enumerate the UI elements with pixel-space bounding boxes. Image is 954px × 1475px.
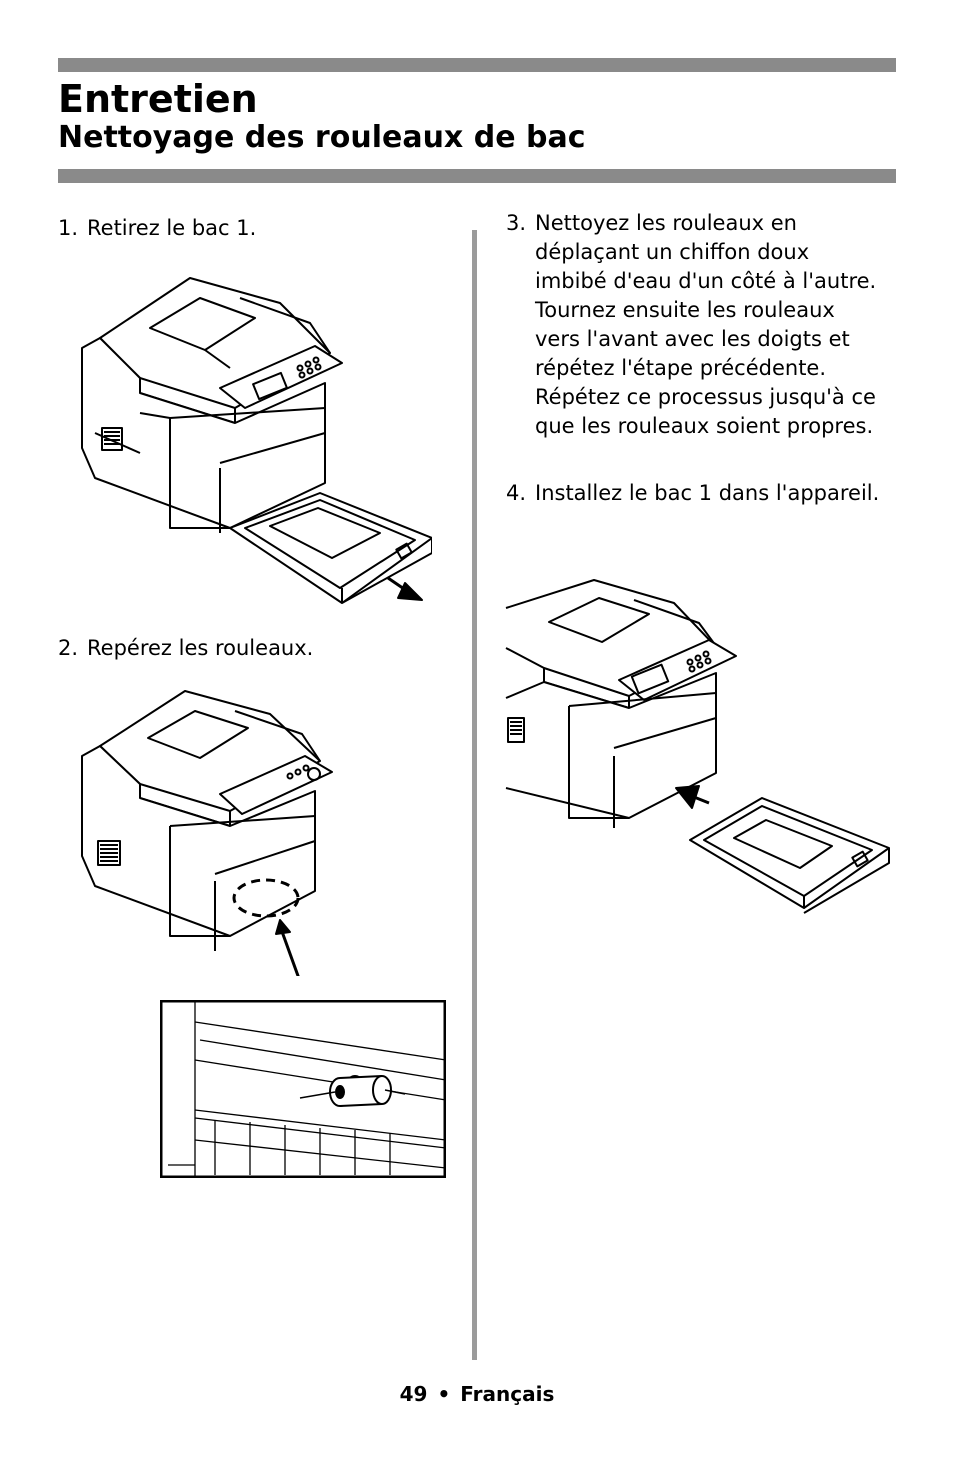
header-rule-top [58, 58, 896, 72]
step-4-number: 4. [506, 481, 527, 505]
footer-language: Français [460, 1382, 555, 1406]
column-divider [472, 230, 477, 1360]
printer-tray-insert-illustration [505, 579, 890, 914]
step-4: 4. Installez le bac 1 dans l'appareil. [506, 479, 886, 508]
step-3: 3. Nettoyez les rouleaux en déplaçant un… [506, 209, 886, 441]
footer-bullet: • [437, 1382, 451, 1406]
page-footer: 49 • Français [0, 1380, 954, 1408]
step-1-text: Retirez le bac 1. [87, 216, 257, 240]
page-subtitle: Nettoyage des rouleaux de bac [58, 120, 586, 155]
step-4-text: Installez le bac 1 dans l'appareil. [535, 481, 880, 505]
step-2-text: Repérez les rouleaux. [87, 636, 314, 660]
step-2-number: 2. [58, 636, 79, 660]
rollers-closeup-inset [160, 1000, 446, 1178]
step-1: 1. Retirez le bac 1. [58, 214, 438, 243]
step-3-number: 3. [506, 211, 527, 235]
printer-tray-removed-illustration [81, 277, 432, 604]
step-1-number: 1. [58, 216, 79, 240]
step-3-text: Nettoyez les rouleaux en déplaçant un ch… [535, 211, 877, 438]
printer-rollers-location-illustration [81, 690, 333, 976]
page-number: 49 [399, 1382, 428, 1406]
page-title: Entretien [58, 77, 258, 121]
step-2: 2. Repérez les rouleaux. [58, 634, 438, 663]
header-rule-bottom [58, 169, 896, 183]
